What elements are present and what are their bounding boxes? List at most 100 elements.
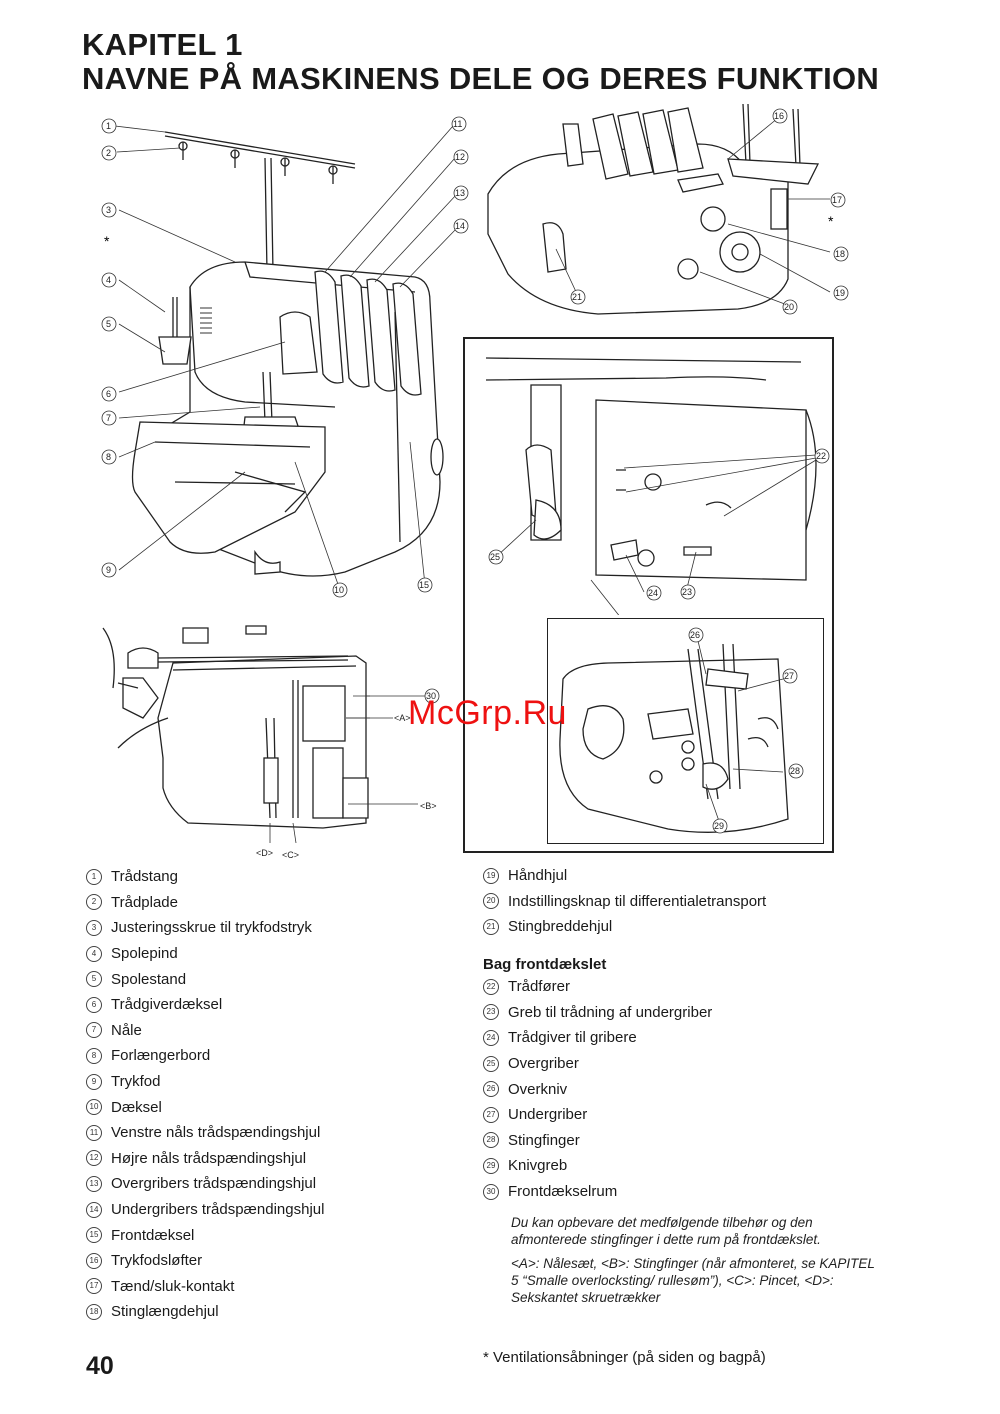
svg-text:3: 3	[106, 205, 111, 215]
item-label: Undergribers trådspændingshjul	[111, 1201, 325, 1219]
item-number: 27	[483, 1106, 499, 1123]
page-title: KAPITEL 1 NAVNE PÅ MASKINENS DELE OG DER…	[82, 28, 879, 96]
list-item: 8 Forlængerbord	[86, 1043, 324, 1069]
item-label: Justeringsskrue til trykfodstryk	[111, 919, 312, 937]
label-d: <D>	[256, 848, 273, 858]
asterisk-mark-2: *	[828, 213, 834, 229]
item-number: 10	[86, 1099, 102, 1116]
item-label: Trådfører	[508, 978, 570, 996]
svg-text:18: 18	[835, 249, 845, 259]
chapter-subheading: NAVNE PÅ MASKINENS DELE OG DERES FUNKTIO…	[82, 61, 880, 96]
label-c: <C>	[282, 850, 299, 860]
svg-text:5: 5	[106, 319, 111, 329]
item-label: Nåle	[111, 1021, 142, 1039]
svg-text:13: 13	[455, 188, 465, 198]
svg-text:29: 29	[714, 821, 724, 831]
item-number: 20	[483, 893, 499, 910]
item-label: Undergriber	[508, 1106, 588, 1124]
item-number: 7	[86, 1022, 102, 1039]
svg-text:22: 22	[816, 451, 826, 461]
list-item: 20 Indstillingsknap til differentialetran…	[483, 889, 766, 915]
item-number: 6	[86, 996, 102, 1013]
item-label: Trådgiver til gribere	[508, 1029, 637, 1047]
svg-text:10: 10	[334, 585, 344, 595]
footnote: * Ventilationsåbninger (på siden og bagp…	[483, 1349, 766, 1366]
svg-text:26: 26	[690, 630, 700, 640]
item-number: 28	[483, 1132, 499, 1149]
item-label: Trådgiverdæksel	[111, 996, 223, 1014]
item-label: Stingfinger	[508, 1131, 580, 1149]
item-number: 26	[483, 1081, 499, 1098]
item-number: 22	[483, 978, 499, 995]
item-label: Spolestand	[111, 970, 187, 988]
accessory-legend-note: <A>: Nålesæt, <B>: Stingfinger (når afmo…	[511, 1256, 875, 1305]
front-cover-detail-frame	[463, 337, 834, 853]
list-item: 30 Frontdækselrum	[483, 1179, 712, 1205]
asterisk-mark: *	[104, 233, 110, 249]
svg-text:20: 20	[784, 302, 794, 312]
item-label: Spolepind	[111, 945, 178, 963]
item-label: Håndhjul	[508, 867, 568, 885]
item-label: Forlængerbord	[111, 1047, 211, 1065]
svg-text:28: 28	[790, 766, 800, 776]
item-number: 21	[483, 918, 499, 935]
top-right-machine-illustration: 16 17 * 18 19 20 21	[487, 104, 849, 315]
item-label: Stingbreddehjul	[508, 918, 613, 936]
item-number: 9	[86, 1073, 102, 1090]
item-label: Dæksel	[111, 1098, 162, 1116]
svg-text:15: 15	[419, 580, 429, 590]
item-number: 30	[483, 1183, 499, 1200]
svg-text:11: 11	[453, 119, 462, 129]
list-item: 22 Trådfører	[483, 974, 712, 1000]
svg-text:23: 23	[682, 587, 692, 597]
svg-text:27: 27	[784, 671, 794, 681]
item-number: 15	[86, 1227, 102, 1244]
list-item: 10 Dæksel	[86, 1094, 324, 1120]
chapter-heading: KAPITEL 1	[82, 27, 243, 62]
list-item: 4 Spolepind	[86, 941, 324, 967]
parts-list-right-bottom: 22 Trådfører 23 Greb til trådning af under…	[483, 974, 712, 1204]
item-number: 4	[86, 945, 102, 962]
svg-text:25: 25	[490, 552, 500, 562]
svg-text:6: 6	[106, 389, 111, 399]
item-label: Venstre nåls trådspændingshjul	[111, 1124, 321, 1142]
storage-note: Du kan opbevare det medfølgende tilbehør…	[511, 1215, 821, 1247]
storage-compartment-illustration: 30 <A> <B> <D> <C>	[102, 625, 440, 860]
item-number: 2	[86, 894, 102, 911]
svg-text:21: 21	[572, 292, 582, 302]
main-machine-illustration: 1 2 3 * 4 5 6 7 8 9 10 11 12 13 14 15	[101, 116, 469, 598]
list-item: 28 Stingfinger	[483, 1128, 712, 1154]
list-item: 7 Nåle	[86, 1018, 324, 1044]
item-label: Greb til trådning af undergriber	[508, 1003, 713, 1021]
item-label: Frontdækselrum	[508, 1183, 618, 1201]
svg-text:30: 30	[426, 691, 436, 701]
svg-text:1: 1	[106, 121, 111, 131]
item-number: 13	[86, 1175, 102, 1192]
svg-text:16: 16	[774, 111, 784, 121]
item-number: 17	[86, 1278, 102, 1295]
item-number: 8	[86, 1047, 102, 1064]
item-number: 23	[483, 1004, 499, 1021]
item-label: Indstillingsknap til differentialetransp…	[508, 892, 767, 910]
list-item: 6 Trådgiverdæksel	[86, 992, 324, 1018]
label-b: <B>	[420, 801, 437, 811]
item-number: 12	[86, 1150, 102, 1167]
watermark: McGrp.Ru	[408, 694, 567, 732]
item-label: Trådstang	[111, 868, 178, 886]
